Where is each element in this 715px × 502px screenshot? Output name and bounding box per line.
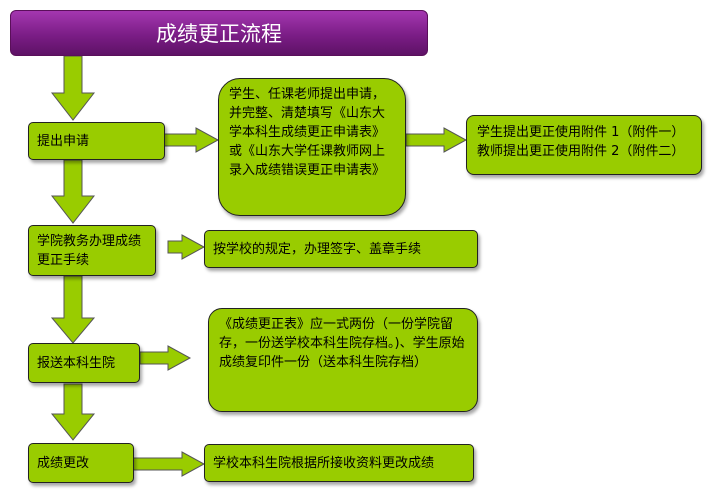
step-submit: 报送本科生院 [28,343,140,383]
note-change-text: 学校本科生院根据所接收资料更改成绩 [213,455,435,471]
note-submit-text: 《成绩更正表》应一式两份（一份学院留存，一份送学校本科生院存档。)、学生原始成绩… [219,317,465,370]
note-apply-text: 学生、任课老师提出申请，并完整、清楚填写《山东大学本科生成绩更正申请表》或《山东… [229,87,386,178]
step-apply-label: 提出申请 [37,133,90,149]
note-attachment-teacher: 教师提出更正使用附件 2（附件二） [477,144,685,159]
page-title: 成绩更正流程 [10,10,428,56]
note-submit: 《成绩更正表》应一式两份（一份学院留存，一份送学校本科生院存档。)、学生原始成绩… [208,308,478,412]
arrow-right-2 [405,127,468,153]
arrow-right-1 [163,127,220,153]
note-college: 按学校的规定，办理签字、盖章手续 [204,230,478,268]
step-college-label: 学院教务办理成绩更正手续 [37,233,142,268]
note-change: 学校本科生院根据所接收资料更改成绩 [204,444,474,482]
arrow-right-5 [132,451,206,477]
note-attachment-student: 学生提出更正使用附件 1（附件一） [477,125,685,140]
arrow-down-3 [50,275,96,344]
arrow-down-4 [50,383,96,441]
note-attachments: 学生提出更正使用附件 1（附件一） 教师提出更正使用附件 2（附件二） [466,115,702,175]
step-college: 学院教务办理成绩更正手续 [28,225,156,276]
note-college-text: 按学校的规定，办理签字、盖章手续 [213,241,422,257]
arrow-right-4 [139,345,192,371]
step-change-label: 成绩更改 [37,455,90,471]
step-submit-label: 报送本科生院 [37,355,116,371]
note-apply: 学生、任课老师提出申请，并完整、清楚填写《山东大学本科生成绩更正申请表》或《山东… [218,78,406,216]
arrow-down-2 [50,159,96,224]
arrow-right-3 [167,234,206,260]
step-apply: 提出申请 [28,122,165,160]
arrow-down-1 [50,55,96,121]
step-change: 成绩更改 [28,443,134,483]
